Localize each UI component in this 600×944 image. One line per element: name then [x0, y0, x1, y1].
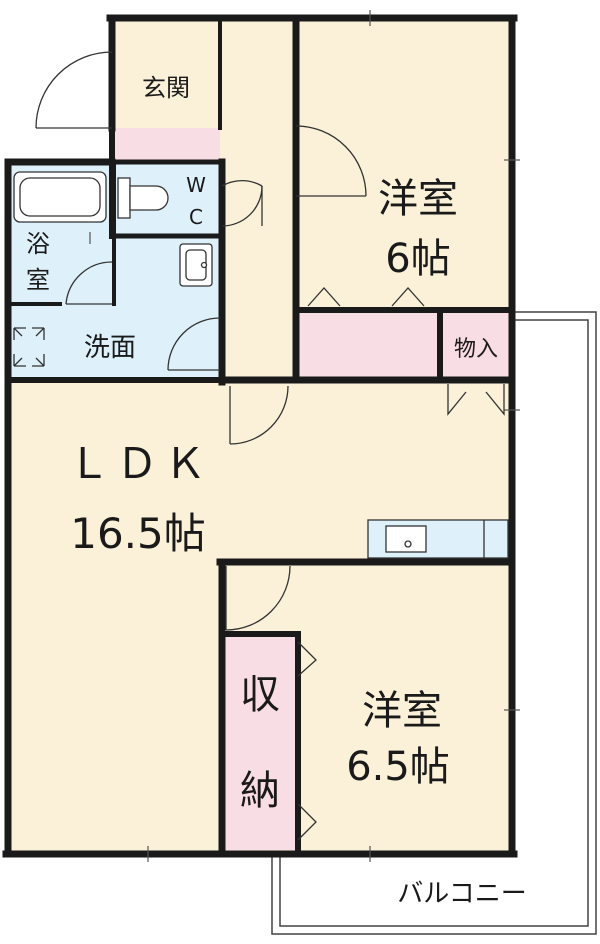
floor-western-room-1: [296, 20, 512, 310]
label-western-room-2-size: 6.5帖: [346, 744, 450, 790]
label-closet: 物入: [454, 337, 498, 362]
label-bath-2: 室: [26, 266, 50, 294]
balcony-outline: [271, 311, 597, 935]
floor-genkan: [112, 20, 220, 128]
label-ldk-size: 16.5帖: [70, 509, 206, 558]
floor-storage: [224, 636, 296, 850]
floor-genkan-step: [112, 128, 220, 162]
label-western-room-2-name: 洋室: [362, 688, 442, 734]
label-ldk-name: ＬＤＫ: [68, 439, 212, 488]
label-western-room-1-name: 洋室: [378, 176, 458, 222]
wash-basin: [179, 243, 213, 287]
bathtub: [13, 171, 107, 223]
label-western-room-1-size: 6帖: [385, 236, 450, 282]
label-storage-2: 納: [240, 768, 280, 814]
toilet: [117, 177, 169, 219]
window-marks: [89, 10, 520, 862]
floor-closet: [440, 312, 510, 378]
label-wc-w: W: [186, 173, 206, 197]
kitchen-counter: [367, 519, 509, 559]
floor-fills: [10, 20, 512, 852]
walls: [2, 14, 518, 858]
label-genkan: 玄関: [142, 74, 190, 102]
label-bath-1: 浴: [26, 230, 50, 258]
doors: [13, 51, 505, 841]
label-balcony: バルコニー: [397, 879, 526, 909]
floor-closet-strip: [298, 312, 440, 378]
floor-hallway: [220, 20, 296, 382]
label-wc-c: C: [189, 205, 203, 229]
label-storage-1: 収: [240, 672, 280, 718]
label-washroom: 洗面: [84, 333, 136, 363]
floor-western-room-2: [298, 566, 512, 852]
